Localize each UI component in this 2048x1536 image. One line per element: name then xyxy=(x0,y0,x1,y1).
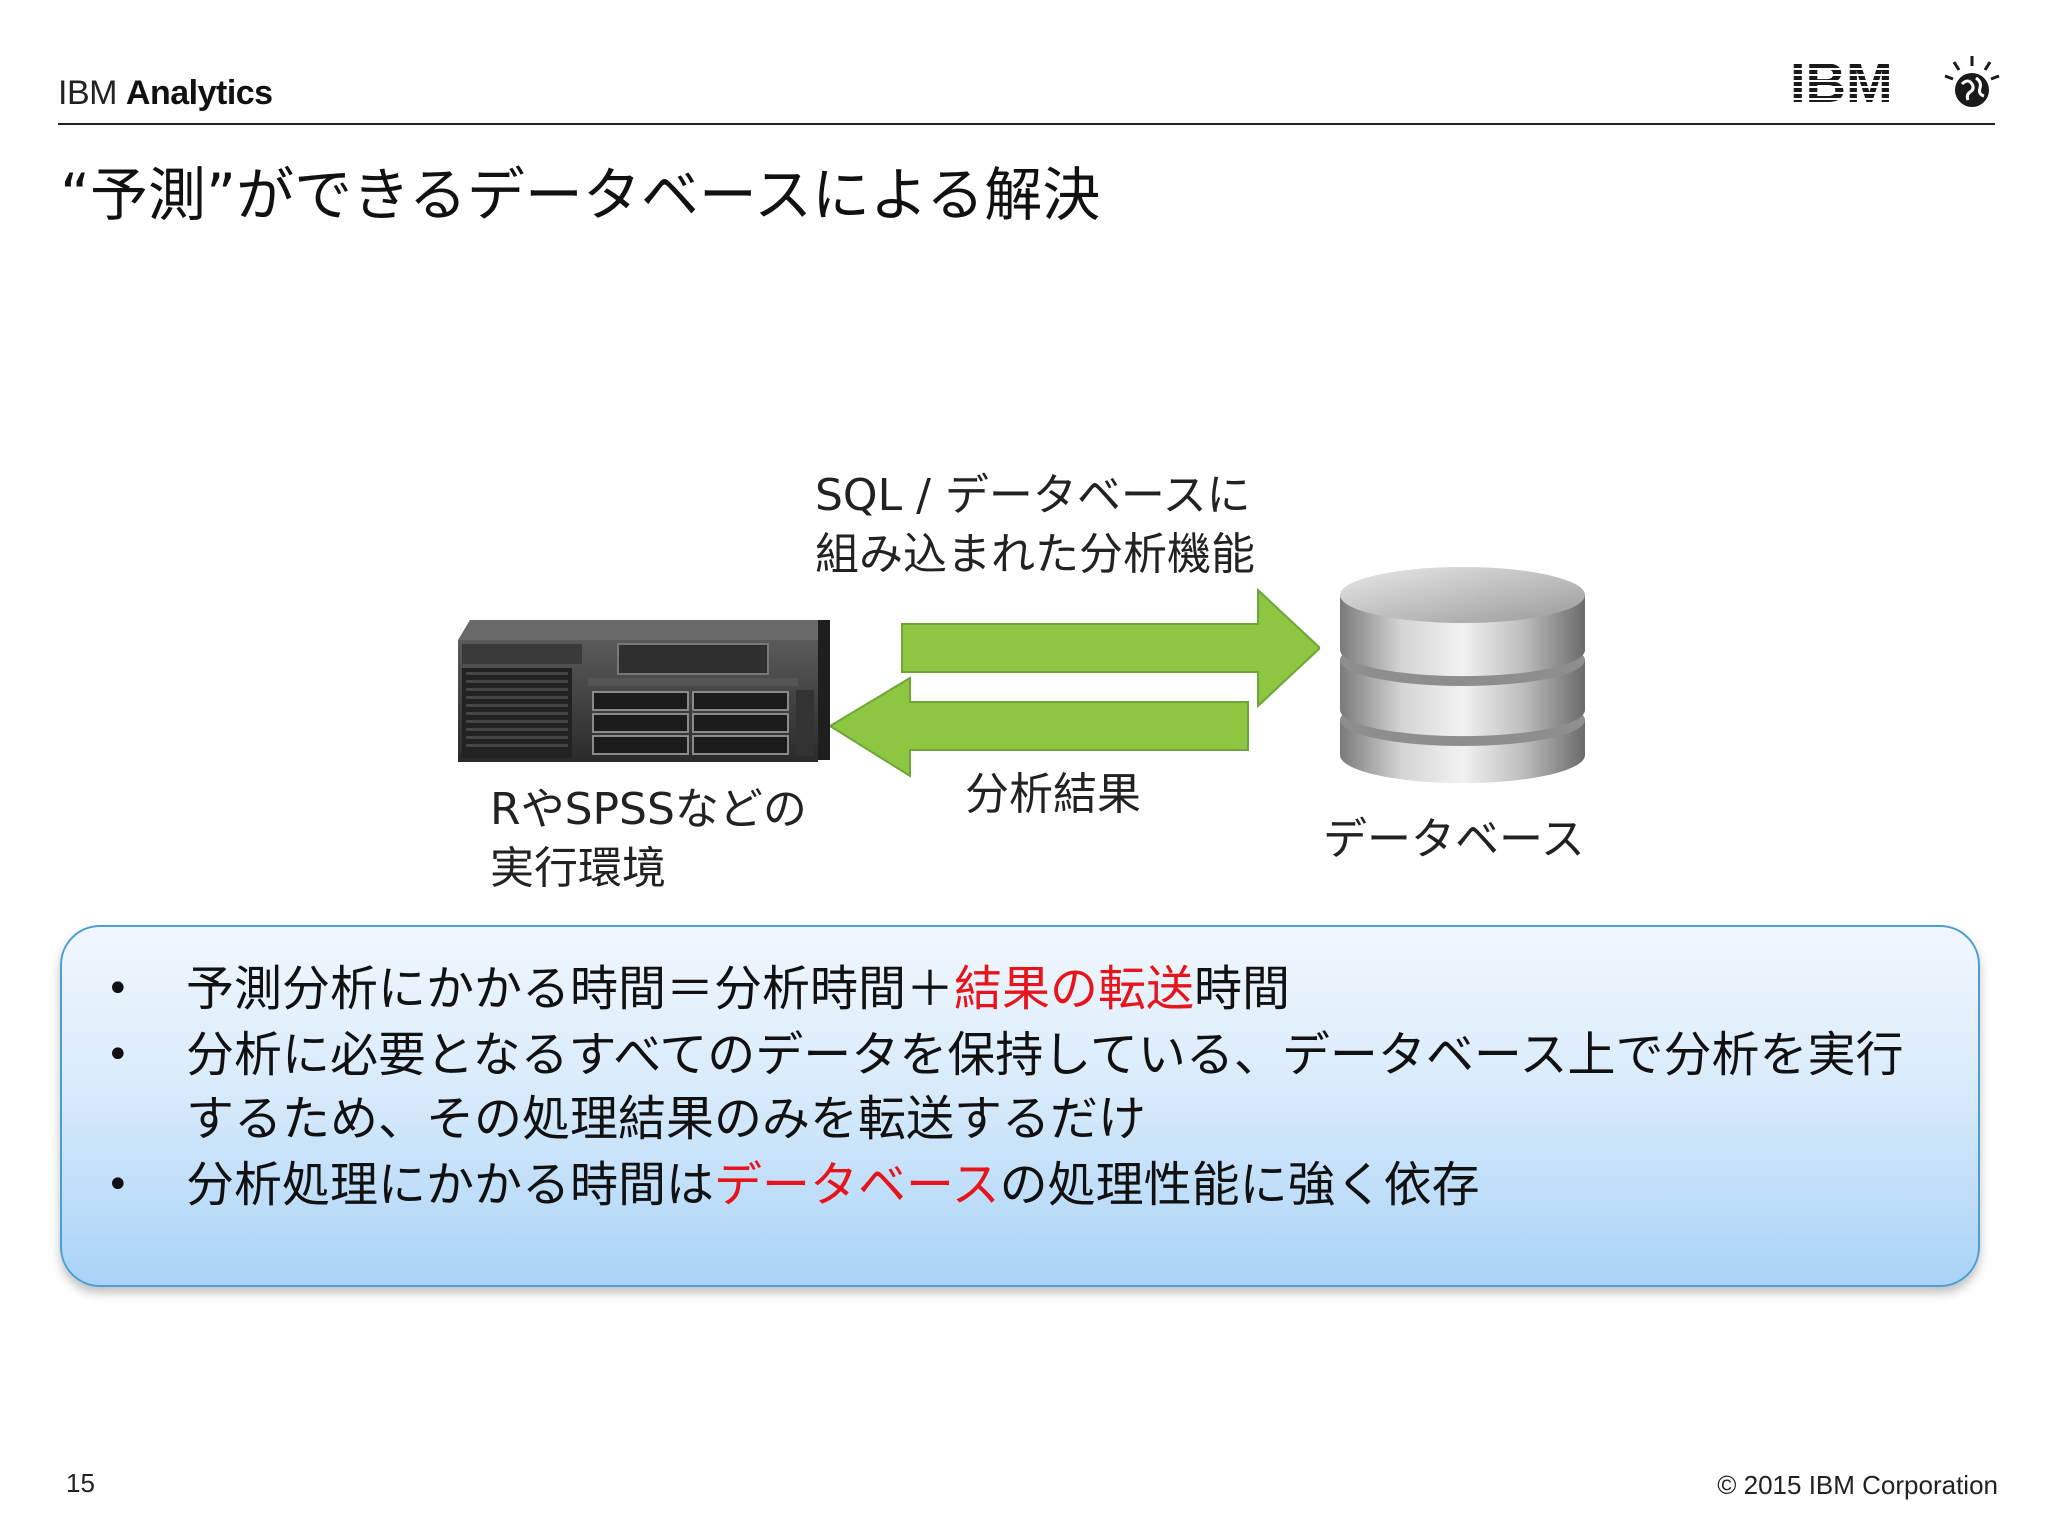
bullet-dot-icon: • xyxy=(106,966,130,1012)
summary-bullet-list: • 予測分析にかかる時間＝分析時間＋結果の転送時間 • 分析に必要となるすべての… xyxy=(62,957,1978,1219)
brand-prefix: IBM xyxy=(58,74,117,112)
server-rack-icon xyxy=(458,620,830,762)
env-label-line2: 実行環境 xyxy=(490,843,666,895)
sql-feature-label: SQL / データベースに 組み込まれた分析機能 xyxy=(815,466,1255,585)
header-divider xyxy=(58,123,1995,125)
sql-label-line1: SQL / データベースに xyxy=(815,470,1251,521)
arrow-left-icon xyxy=(830,676,1249,778)
summary-callout-box: • 予測分析にかかる時間＝分析時間＋結果の転送時間 • 分析に必要となるすべての… xyxy=(60,925,1980,1287)
bullet-item: • 予測分析にかかる時間＝分析時間＋結果の転送時間 xyxy=(62,957,1978,1021)
smarter-planet-icon xyxy=(1944,56,2000,107)
page-number: 15 xyxy=(66,1468,95,1498)
bullet-dot-icon: • xyxy=(106,1162,130,1208)
bullet-dot-icon: • xyxy=(106,1032,130,1078)
ibm-logo: IBM xyxy=(1790,52,2000,112)
ibm-logo-text: IBM xyxy=(1790,52,1893,112)
env-label-line1: RやSPSSなどの xyxy=(490,784,807,835)
brand-wordmark: IBM Analytics xyxy=(58,74,273,113)
execution-env-label: RやSPSSなどの 実行環境 xyxy=(490,780,807,899)
bullet-item: • 分析に必要となるすべてのデータを保持している、データベース上で分析を実行する… xyxy=(62,1023,1978,1151)
brand-suffix: Analytics xyxy=(125,74,273,112)
arrow-right-icon xyxy=(901,587,1320,709)
data-flow-arrows xyxy=(830,587,1320,778)
bullet-item: • 分析処理にかかる時間はデータベースの処理性能に強く依存 xyxy=(62,1153,1978,1217)
database-cylinder-icon xyxy=(1340,567,1585,784)
database-label: データベース xyxy=(1323,814,1585,865)
slide-title: “予測”ができるデータベースによる解決 xyxy=(60,161,1101,229)
copyright-notice: © 2015 IBM Corporation xyxy=(1717,1470,1998,1500)
sql-label-line2: 組み込まれた分析機能 xyxy=(815,529,1255,581)
result-label: 分析結果 xyxy=(965,769,1141,820)
